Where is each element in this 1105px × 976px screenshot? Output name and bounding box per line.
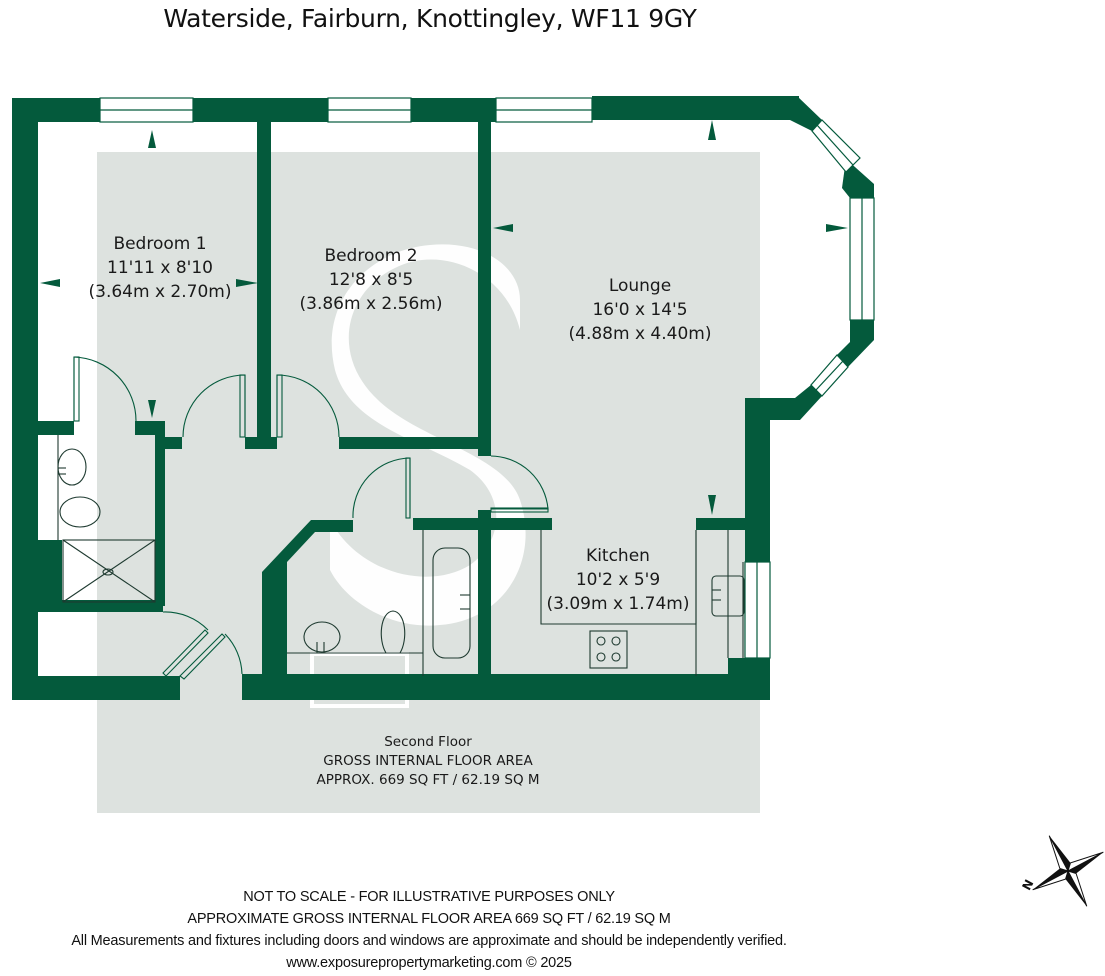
floor-name: Second Floor [384, 734, 472, 750]
doors [73, 356, 549, 680]
ensuite-toilet-fixture [59, 496, 101, 528]
room-imperial: 16'0 x 14'5 [592, 300, 688, 320]
compass-north-label: N [1019, 877, 1036, 892]
disclaimer-scale: NOT TO SCALE - FOR ILLUSTRATIVE PURPOSES… [243, 889, 615, 905]
room-imperial: 12'8 x 8'5 [328, 270, 414, 290]
disclaimer-measurements: All Measurements and fixtures including … [71, 933, 787, 949]
bathroom-basin-fixture [303, 621, 341, 653]
bathroom-toilet-fixture [380, 610, 406, 654]
bath-fixture [432, 547, 471, 659]
room-name: Kitchen [586, 546, 650, 566]
room-name: Bedroom 2 [324, 246, 418, 266]
compass-rose-icon [1032, 835, 1104, 907]
measurement-markers [40, 120, 848, 515]
ensuite-basin-fixture [57, 448, 87, 486]
room-imperial: 10'2 x 5'9 [575, 570, 661, 590]
website-link[interactable]: www.exposurepropertymarketing.com © 2025 [286, 955, 572, 971]
fixtures [57, 435, 745, 676]
disclaimer-footer: NOT TO SCALE - FOR ILLUSTRATIVE PURPOSES… [0, 886, 858, 974]
room-metric: (3.09m x 1.74m) [546, 594, 690, 614]
floor-area-summary: Second Floor GROSS INTERNAL FLOOR AREA A… [316, 733, 539, 790]
floor-area-backdrop [97, 152, 760, 813]
floor-area-value: APPROX. 669 SQ FT / 62.19 SQ M [316, 772, 540, 788]
room-label-bedroom-2: Bedroom 2 12'8 x 8'5 (3.86m x 2.56m) [300, 244, 443, 316]
room-imperial: 11'11 x 8'10 [107, 258, 213, 278]
page-title: Waterside, Fairburn, Knottingley, WF11 9… [163, 4, 697, 33]
walls [12, 96, 874, 700]
room-label-kitchen: Kitchen 10'2 x 5'9 (3.09m x 1.74m) [547, 544, 690, 616]
shower-tray-fixture [62, 539, 156, 603]
door-lounge [490, 455, 549, 510]
room-metric: (3.64m x 2.70m) [88, 282, 232, 302]
windows [99, 97, 875, 659]
room-label-bedroom-1: Bedroom 1 11'11 x 8'10 (3.64m x 2.70m) [89, 232, 232, 304]
room-metric: (3.86m x 2.56m) [299, 294, 443, 314]
door-entrance [162, 611, 243, 675]
room-metric: (4.88m x 4.40m) [568, 324, 712, 344]
room-label-lounge: Lounge 16'0 x 14'5 (4.88m x 4.40m) [569, 274, 712, 346]
kitchen-sink-fixture [711, 575, 745, 617]
disclaimer-area: APPROXIMATE GROSS INTERNAL FLOOR AREA 66… [187, 911, 671, 927]
room-name: Bedroom 1 [113, 234, 207, 254]
watermark-s-logo [330, 244, 526, 626]
room-name: Lounge [608, 276, 672, 296]
floor-area-heading: GROSS INTERNAL FLOOR AREA [323, 753, 533, 769]
hob-fixture [589, 630, 628, 669]
